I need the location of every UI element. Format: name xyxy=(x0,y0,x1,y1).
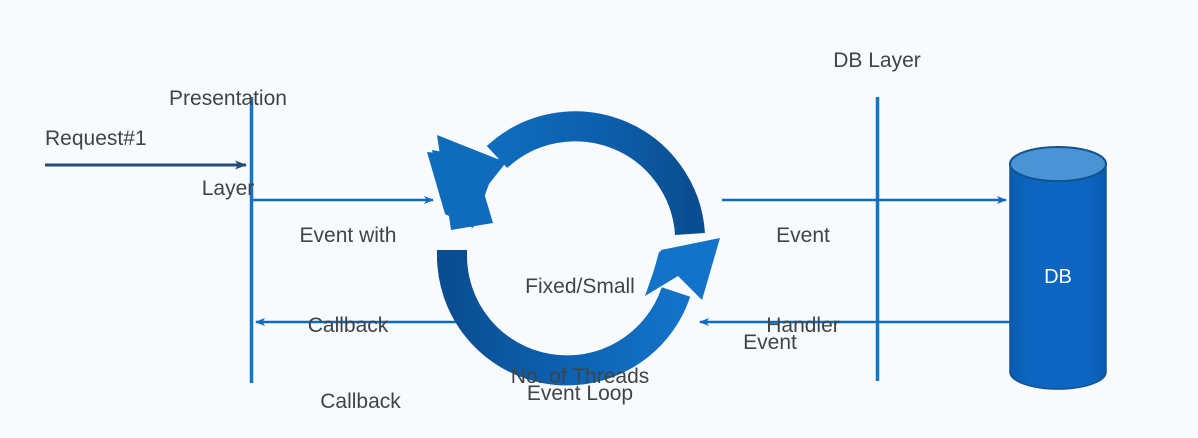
presentation-layer-label-line1: Presentation xyxy=(169,87,287,110)
db-label: DB xyxy=(1044,266,1072,288)
event-handler-label: Event Handler xyxy=(718,161,888,401)
callback-execution-line1: Callback xyxy=(320,390,401,413)
callback-execution-label: Callback Execution xyxy=(278,327,443,438)
event-handler-line1: Event xyxy=(776,224,830,247)
event-return-label: Event xyxy=(743,331,797,354)
event-with-callback-line1: Event with xyxy=(299,224,397,247)
db-layer-label: DB Layer xyxy=(833,49,921,72)
request-label: Request#1 xyxy=(45,127,147,150)
threads-label: Fixed/Small No. of Threads xyxy=(478,212,682,438)
presentation-layer-label: Presentation Layer xyxy=(143,24,313,264)
event-loop-label: Event Loop xyxy=(526,382,634,405)
event-loop-top-arc xyxy=(427,111,705,236)
db-cylinder xyxy=(1009,146,1107,390)
event-loop-bottom-arc xyxy=(436,238,720,386)
presentation-layer-label-line2: Layer xyxy=(201,177,255,200)
event-with-callback-label: Event with Callback xyxy=(258,161,438,401)
event-handler-line2: Handler xyxy=(766,314,840,337)
threads-label-line2: No. of Threads xyxy=(510,365,650,388)
event-with-callback-line2: Callback xyxy=(307,314,389,337)
threads-label-line1: Fixed/Small xyxy=(525,275,635,298)
